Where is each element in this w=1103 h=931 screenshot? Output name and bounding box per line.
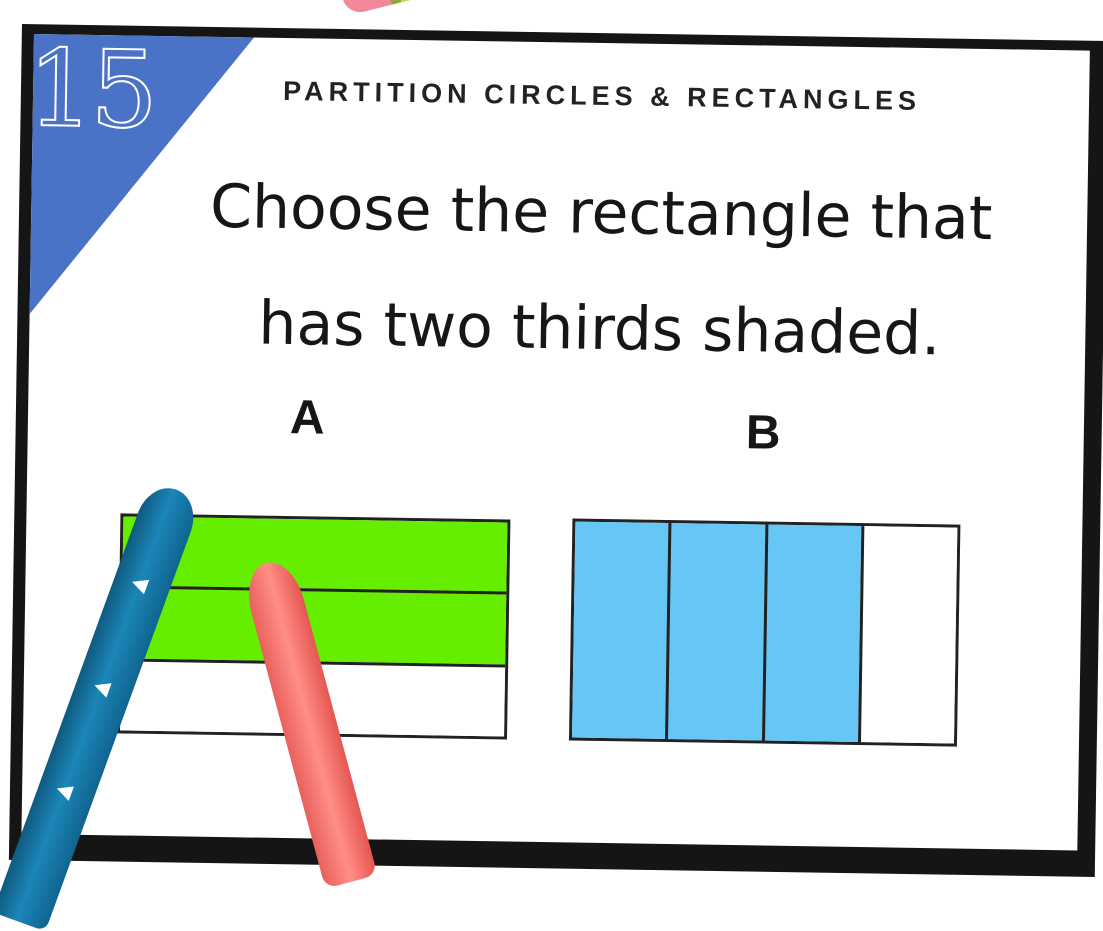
task-card: 15 PARTITION CIRCLES & RECTANGLES Choose…	[21, 34, 1090, 851]
question-text: Choose the rectangle that has two thirds…	[159, 148, 1043, 394]
option-b-rectangle[interactable]	[568, 518, 961, 747]
option-b-part	[665, 523, 765, 741]
option-b-part	[761, 524, 862, 743]
question-line-1: Choose the rectangle that	[209, 171, 993, 255]
pencil-icon	[330, 0, 541, 16]
topic-heading: PARTITION CIRCLES & RECTANGLES	[282, 75, 922, 116]
question-line-2: has two thirds shaded.	[257, 288, 941, 370]
arrow-marker-icon: ◀	[128, 568, 152, 597]
card-number: 15	[25, 34, 156, 153]
option-b-part	[857, 526, 958, 744]
arrow-marker-icon: ◀	[53, 775, 77, 804]
arrow-marker-icon: ◀	[90, 672, 114, 701]
option-b-label: B	[745, 406, 781, 460]
option-a-label: A	[289, 391, 326, 445]
option-b-part	[572, 521, 669, 740]
